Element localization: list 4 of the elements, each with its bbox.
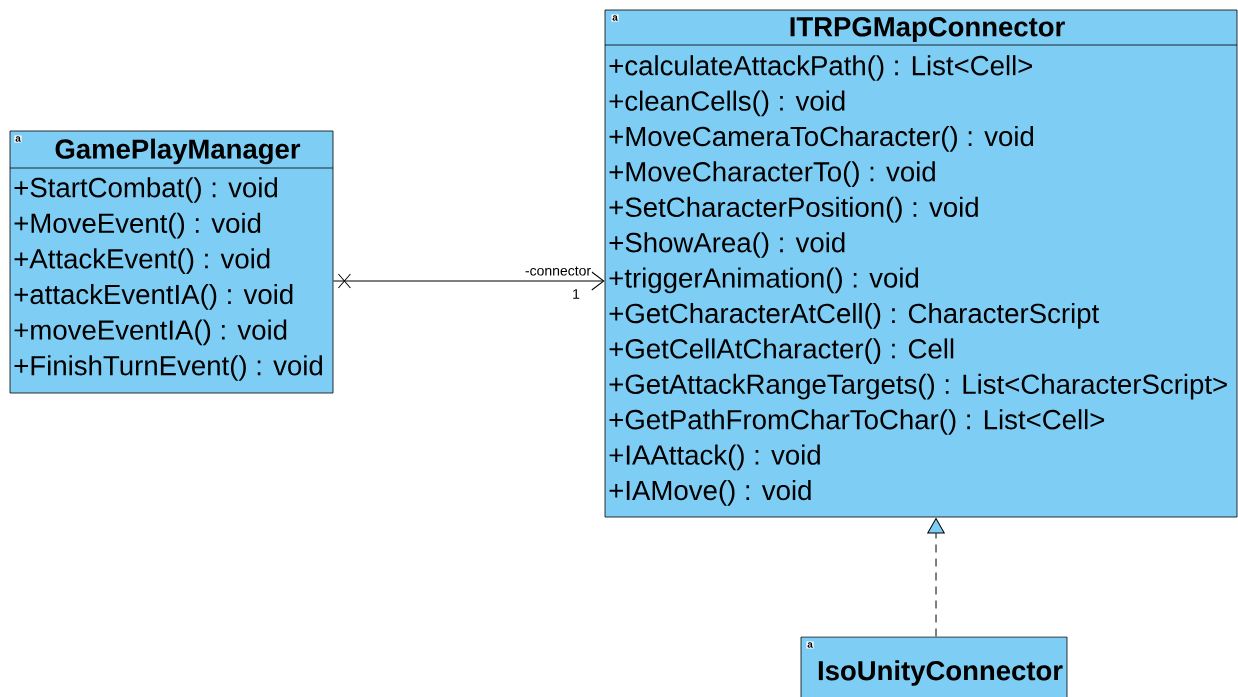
role-label: -connector — [524, 265, 592, 277]
realization-arrow — [927, 517, 945, 638]
association-arrow — [332, 271, 605, 291]
multiplicity-label: 1 — [573, 289, 580, 299]
